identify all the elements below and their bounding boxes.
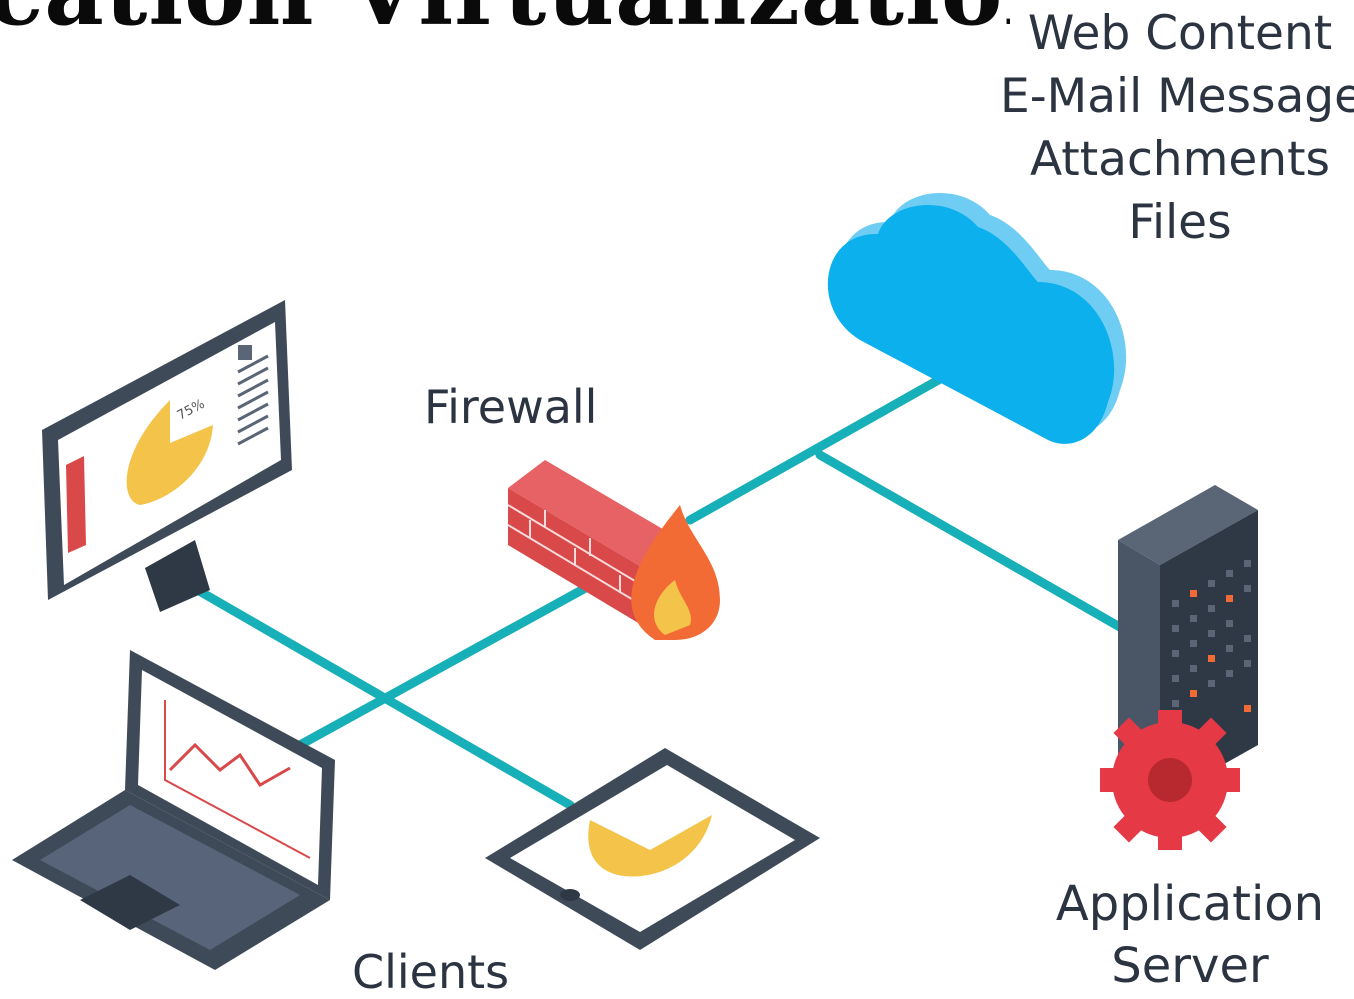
content-type-web: Web Content [1027, 6, 1333, 61]
monitor-icon: 75% [42, 300, 292, 612]
content-types-list: Web Content E-Mail Message Attachments F… [1000, 2, 1354, 254]
line-laptop-firewall [295, 575, 605, 750]
line-cloud-server [815, 450, 1130, 635]
content-type-attachments: Attachments [1029, 132, 1330, 187]
firewall-icon [507, 460, 720, 640]
page-title: plication Virtualization [0, 0, 1010, 42]
application-server-label: Application Server [1040, 873, 1340, 997]
line-firewall-cloud [685, 360, 970, 525]
content-type-files: Files [1128, 195, 1232, 250]
application-server-label-line1: Application [1055, 876, 1325, 932]
laptop-icon [12, 650, 335, 970]
connections [163, 360, 1130, 810]
firewall-label: Firewall [424, 380, 598, 434]
gear-icon [1100, 710, 1240, 850]
application-server-label-line2: Server [1111, 938, 1269, 994]
clients-label: Clients [352, 945, 510, 999]
line-monitor-tablet [163, 568, 575, 810]
cloud-icon [827, 192, 1127, 444]
tablet-icon [485, 748, 820, 950]
server-icon [1100, 485, 1258, 850]
content-type-email: E-Mail Message [1000, 69, 1354, 124]
